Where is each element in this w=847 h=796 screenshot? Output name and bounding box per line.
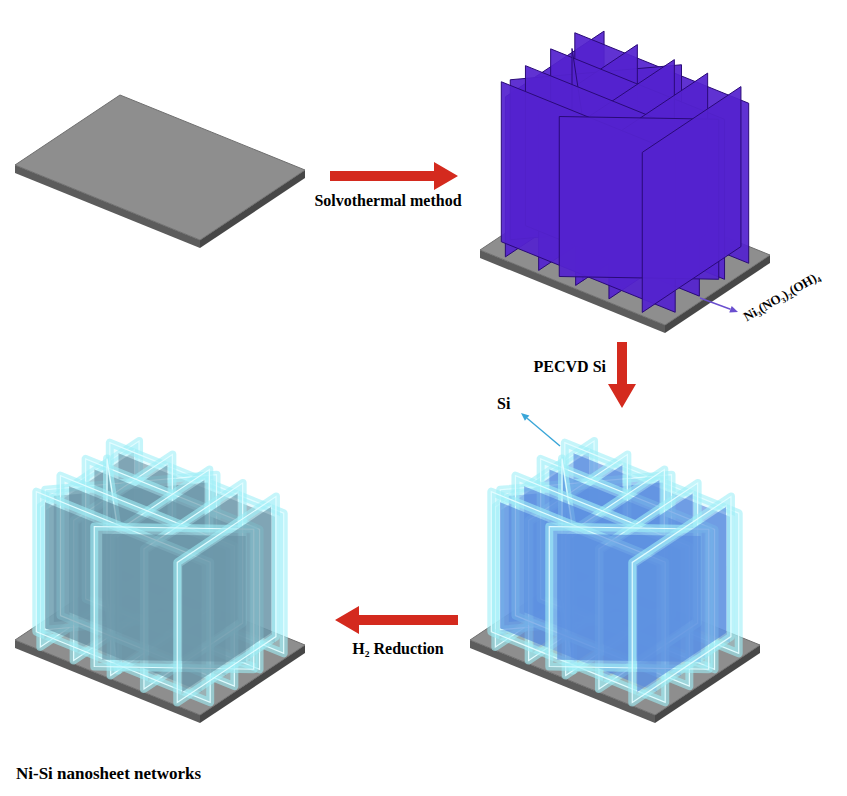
nisi-stage xyxy=(15,441,305,723)
substrate xyxy=(15,95,305,240)
leader-line xyxy=(700,298,730,309)
leader-head xyxy=(729,306,738,313)
process-arrow xyxy=(335,606,458,634)
process-label: Ni₃(NO₃)₂(OH)₄ xyxy=(741,269,823,325)
process-arrow xyxy=(608,342,636,408)
hydroxide-stage xyxy=(480,31,770,333)
leader-head xyxy=(521,413,529,421)
sheet-core xyxy=(182,507,271,692)
process-label: Solvothermal method xyxy=(314,192,461,210)
si-coated-stage xyxy=(470,441,760,723)
process-label: Ni-Si nanosheet networks xyxy=(16,764,201,784)
process-label: H₂ Reduction xyxy=(352,640,443,658)
process-label: Si xyxy=(497,395,510,413)
process-arrow xyxy=(330,162,458,190)
nanosheet xyxy=(642,87,741,313)
leader-line xyxy=(527,418,560,446)
sheet-core xyxy=(637,507,726,692)
si-shell xyxy=(177,497,276,703)
si-shell-edge xyxy=(177,497,276,703)
si-shell-edge xyxy=(632,497,731,703)
process-label: PECVD Si xyxy=(534,358,606,376)
si-shell xyxy=(632,497,731,703)
bare-substrate xyxy=(15,95,305,248)
